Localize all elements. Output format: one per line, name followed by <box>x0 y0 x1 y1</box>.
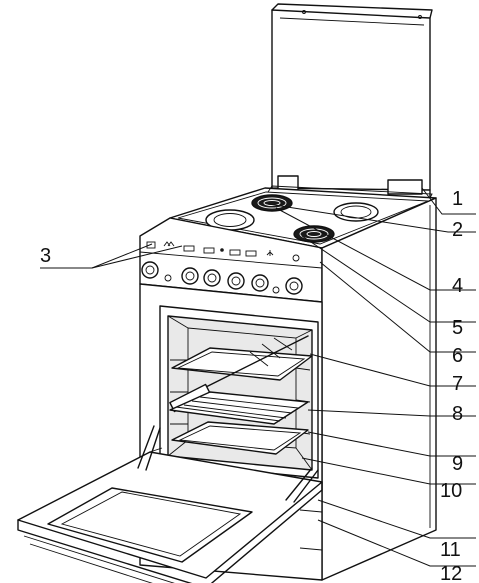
callout-8: 8 <box>452 403 463 425</box>
callouts: 1 2 3 4 5 6 7 8 9 10 11 12 <box>40 188 463 583</box>
tray-icon <box>171 421 309 455</box>
callout-4: 4 <box>452 275 463 297</box>
hotplate-front-right <box>293 225 335 243</box>
oven-cavity <box>159 305 319 479</box>
callout-6: 6 <box>452 345 463 367</box>
leader-lines <box>40 187 476 567</box>
callout-1: 1 <box>452 188 463 210</box>
callout-7: 7 <box>452 373 463 395</box>
callout-2: 2 <box>452 219 463 241</box>
callout-11: 11 <box>440 539 461 561</box>
rack-icon <box>169 391 309 425</box>
callout-12: 12 <box>440 563 462 583</box>
hotplate-back-left <box>251 194 293 212</box>
hotplate-back-right <box>333 202 379 222</box>
callout-3: 3 <box>40 245 51 267</box>
callout-9: 9 <box>452 453 463 475</box>
knob-icon <box>141 261 303 295</box>
callout-5: 5 <box>452 317 463 339</box>
callout-10: 10 <box>440 480 462 502</box>
oven-door <box>17 425 323 583</box>
lid <box>271 3 433 199</box>
